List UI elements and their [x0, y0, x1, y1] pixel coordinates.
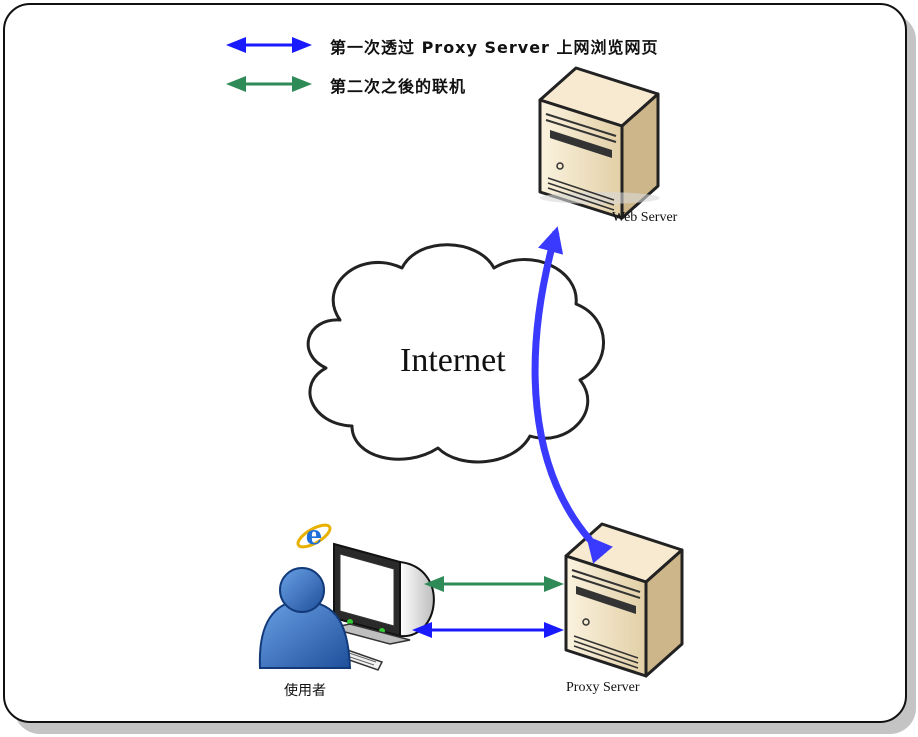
legend-later-connections-label: 第二次之後的联机: [330, 77, 467, 96]
internet-label: Internet: [400, 342, 506, 379]
legend-arrow-blue: [226, 37, 312, 53]
internet-explorer-icon: e: [296, 521, 332, 551]
web-server-label: Web Server: [612, 210, 678, 225]
user-silhouette-icon: [258, 567, 352, 669]
crt-monitor-icon: [329, 542, 435, 645]
green-connection-arrow: [424, 576, 564, 592]
svg-text:e: e: [306, 521, 323, 551]
user-label: 使用者: [284, 683, 326, 699]
blue-connection-arrow: [412, 622, 564, 638]
proxy-server-label: Proxy Server: [566, 680, 640, 695]
internet-route-arrow: [531, 226, 613, 564]
proxy-server-icon: [564, 522, 684, 678]
legend-first-visit-label: 第一次透过 Proxy Server 上网浏览网页: [330, 38, 659, 57]
legend-arrow-green: [226, 76, 312, 92]
web-server-icon: [538, 66, 660, 220]
